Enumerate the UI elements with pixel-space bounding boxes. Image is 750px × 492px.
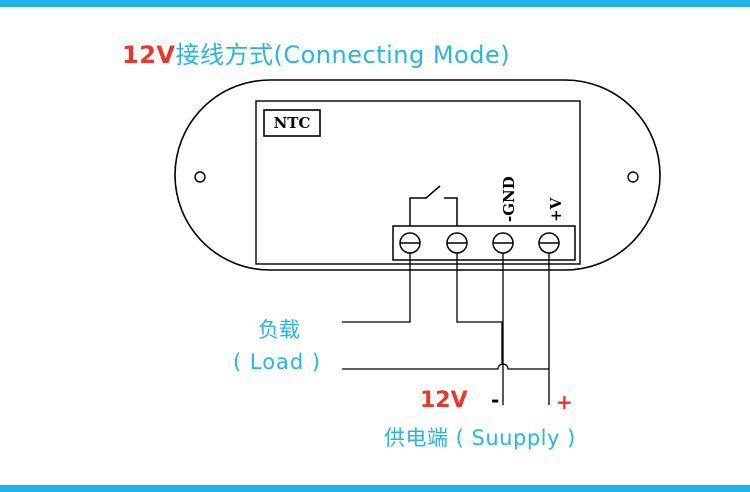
pin-vplus-label: +V <box>547 197 565 222</box>
supply-voltage: 12V <box>420 388 468 413</box>
bottom-accent-bar <box>0 485 750 492</box>
mounting-hole-left <box>194 171 206 183</box>
terminal-3 <box>492 232 514 254</box>
supply-label: 供电端 ( Suupply ) <box>384 426 576 450</box>
terminal-1 <box>399 232 421 254</box>
ntc-label: NTC <box>274 114 311 132</box>
supply-minus: - <box>491 388 500 412</box>
diagram-title: 12V接线方式(Connecting Mode) <box>122 38 510 72</box>
supply-plus: + <box>556 390 573 414</box>
title-text: 接线方式(Connecting Mode) <box>175 41 511 69</box>
pin-gnd-label: -GND <box>500 176 518 222</box>
title-voltage: 12V <box>122 41 176 69</box>
load-wire-1 <box>342 253 411 323</box>
device-panel <box>255 100 581 265</box>
load-return-wire <box>342 363 549 370</box>
terminal-4 <box>538 232 560 254</box>
ntc-box <box>263 109 321 137</box>
load-label-en: ( Load ) <box>233 350 322 374</box>
load-wire-2 <box>456 253 503 365</box>
device-housing <box>174 79 661 271</box>
load-label-cn: 负载 <box>258 318 300 342</box>
relay-switch <box>409 185 458 232</box>
top-accent-bar <box>0 0 750 7</box>
mounting-hole-right <box>627 171 639 183</box>
terminal-2 <box>446 232 468 254</box>
